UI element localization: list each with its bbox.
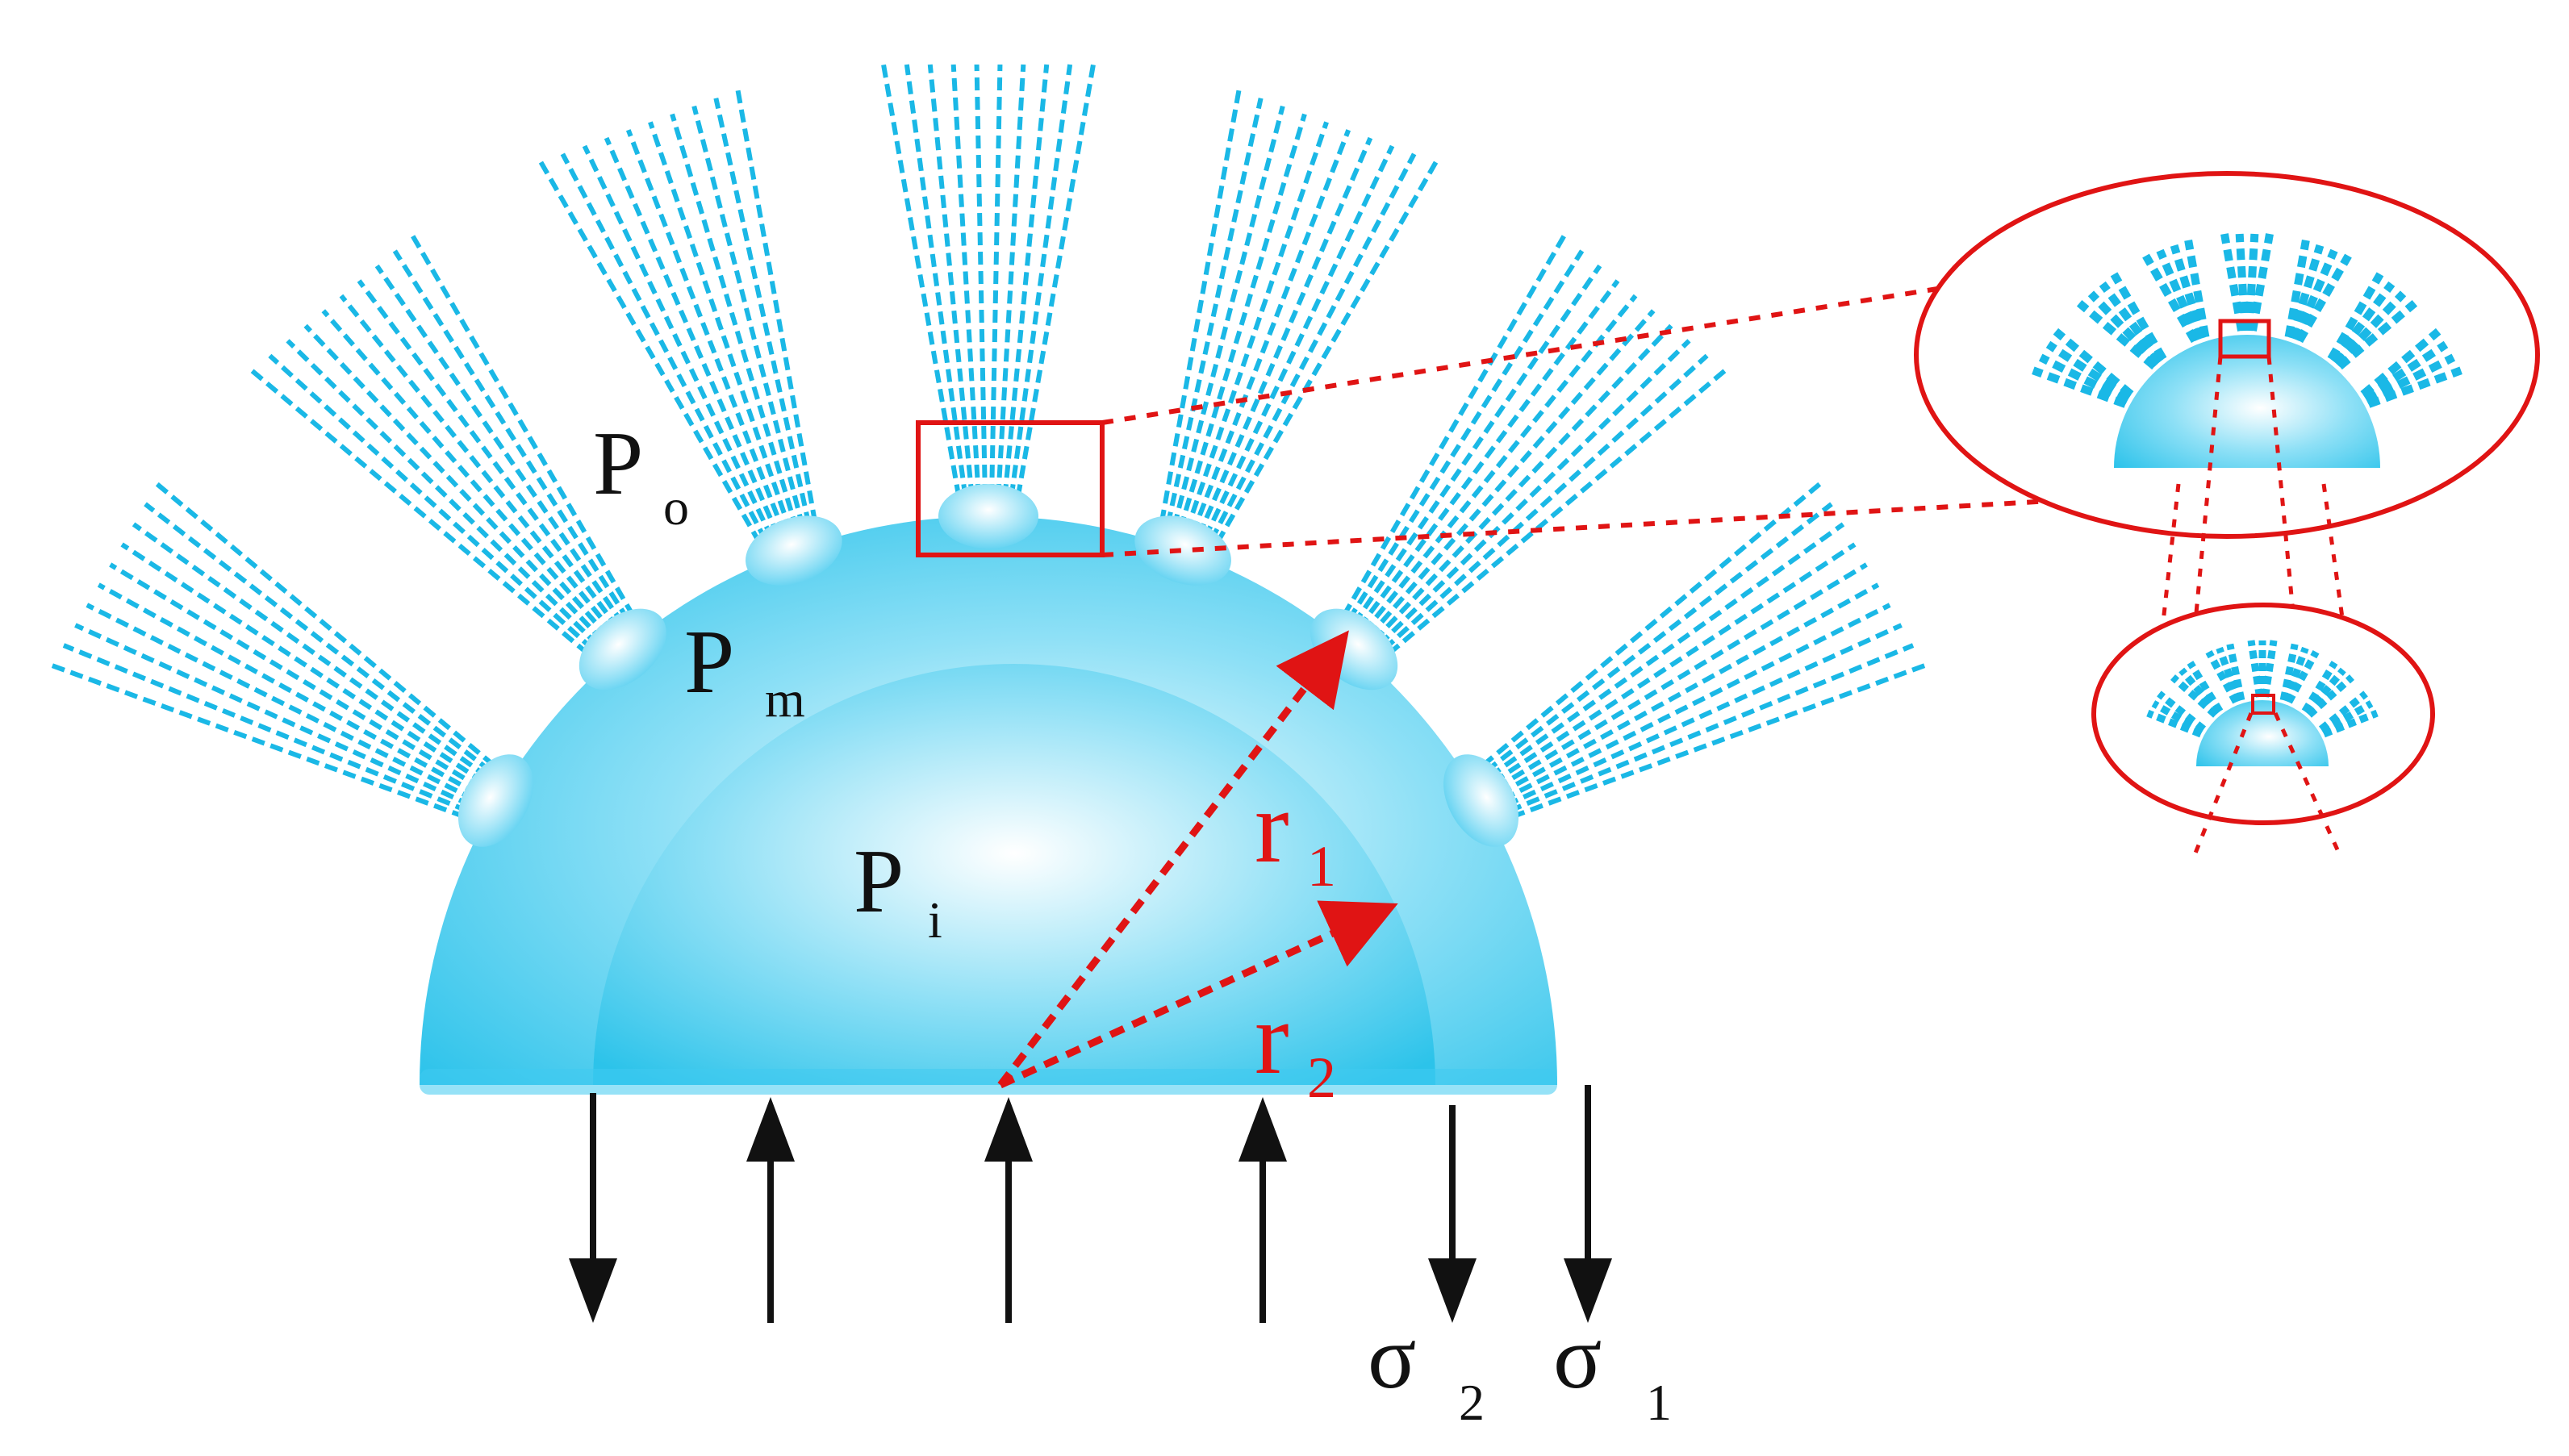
fiber-brush-1 [51,482,511,826]
zoom1-fiber-brush-6 [2327,272,2418,370]
label-r1: r [1255,770,1289,884]
label-p-outer-sub: o [663,478,689,536]
zoom-selection-box [916,420,1105,557]
arrow-up-icon [1239,1097,1287,1323]
fiber-brush-4 [881,64,1096,517]
radius-r2-arrow [999,900,1398,1089]
anchor-nub-2 [579,608,666,690]
radius-r1-arrow [997,630,1349,1087]
anchor-nub-5 [1134,515,1231,586]
arrow-down-icon [1564,1085,1612,1323]
zoom2-fiber-brush-7 [2318,690,2379,738]
zoom2-fiber-brush-2 [2170,661,2224,718]
zoom1-fiber-brush-1 [2032,327,2134,408]
label-p-middle-sub: m [765,670,805,728]
zoom2-fiber-brush-6 [2301,661,2354,718]
label-p-outer: P [593,414,643,514]
zoom-guide-bottom [1101,498,2066,557]
zoom1-fiber-brush-5 [2284,240,2352,344]
arrow-up-icon [984,1097,1033,1323]
label-r2-sub: 2 [1307,1045,1336,1110]
fiber-brushes [51,64,1926,826]
anchor-nub-1 [457,754,533,847]
zoom1-fiber-brush-3 [2142,240,2210,344]
stress-arrows [569,1085,1612,1323]
zoom2-fiber-brush-5 [2279,643,2320,704]
arrow-down-icon [569,1093,617,1323]
label-p-inner: P [854,832,904,932]
zoom-guide-top [1101,284,1953,425]
fiber-brush-2 [250,234,645,669]
label-p-inner-sub: i [928,891,942,949]
anchor-nub-4 [938,484,1038,549]
zoom2-fiber-brush-3 [2205,643,2245,704]
zoom-inset-level-2 [2091,603,2435,857]
zoom2-fiber-brush-1 [2146,690,2207,738]
fiber-brush-6 [1331,234,1727,669]
anchor-nubs [457,484,1519,847]
arrow-down-icon [1428,1105,1477,1323]
zoom2-fiber-brush-4 [2247,640,2278,698]
label-p-middle: P [684,612,734,712]
label-r2: r [1255,981,1289,1095]
label-r1-sub: 1 [1307,834,1336,899]
fiber-brush-3 [538,90,821,561]
dome-base-band [420,1069,1557,1095]
zoom1-fiber-brush-4 [2220,233,2274,332]
label-sigma1-sub: 1 [1646,1374,1672,1431]
label-sigma2: σ [1368,1308,1416,1408]
label-sigma2-sub: 2 [1459,1374,1485,1431]
zoom1-fiber-brush-7 [2360,327,2462,408]
anchor-nub-7 [1443,754,1519,847]
zoom-inset-level-1 [1914,171,2540,630]
zoom1-fiber-brush-2 [2076,272,2167,370]
label-sigma1: σ [1553,1308,1602,1408]
fiber-brush-5 [1155,90,1439,561]
arrow-up-icon [746,1097,795,1323]
anchor-nub-3 [746,515,842,586]
fiber-brush-7 [1466,482,1926,826]
